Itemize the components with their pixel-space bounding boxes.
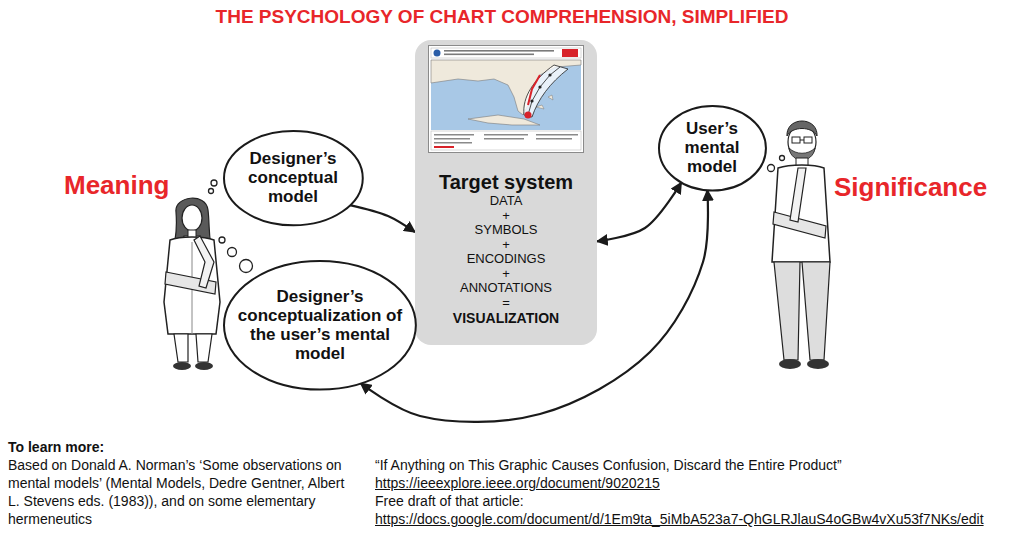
map-header-mark	[562, 49, 578, 57]
forecast-cone	[524, 65, 568, 117]
woman-coat	[164, 237, 220, 334]
panel-result: VISUALIZATION	[421, 310, 591, 326]
man-shoe	[807, 359, 829, 369]
man-figure	[772, 121, 830, 369]
reference-text: Free draft of that article:	[375, 492, 524, 510]
woman-face	[182, 205, 202, 231]
map-info-line	[536, 138, 572, 140]
map-info-key	[434, 146, 454, 148]
thought-dot	[768, 165, 775, 172]
man-hair	[787, 121, 817, 136]
thought-bubble: User’s mental model	[657, 104, 768, 192]
reference-heading: To learn more:	[8, 438, 104, 456]
warning-coast	[528, 75, 540, 105]
map-header-line	[444, 54, 534, 56]
map-sea	[431, 60, 581, 130]
hurricane-map	[428, 45, 584, 153]
bubble-text-group: Designer’s conceptual model	[241, 149, 345, 206]
chart-title: THE PSYCHOLOGY OF CHART COMPREHENSION, S…	[0, 6, 1004, 28]
map-logo	[434, 50, 441, 57]
map-frame	[429, 46, 584, 153]
map-info-line	[536, 134, 578, 136]
bubble-ellipse	[224, 261, 416, 390]
thought-dot	[780, 156, 785, 161]
reference-title: “If Anything on This Graphic Causes Conf…	[375, 456, 842, 474]
man-glasses-bridge	[800, 140, 804, 141]
map-info-line	[484, 134, 528, 136]
man-shoe	[779, 359, 801, 369]
bubble-text-group: Designer’s conceptualization of the user…	[237, 287, 402, 363]
panel-formula: DATA + SYMBOLS + ENCODINGS + ANNOTATIONS…	[421, 194, 591, 310]
forecast-point	[548, 73, 551, 76]
map-header-line	[444, 50, 554, 52]
woman-figure	[164, 198, 220, 370]
woman-shoe	[173, 362, 191, 370]
thought-dot	[240, 260, 253, 273]
thought-dot	[209, 189, 214, 194]
bubble-ellipse	[659, 106, 766, 190]
side-label: Significance	[834, 174, 987, 200]
side-label: Meaning	[64, 172, 169, 198]
man-leg	[802, 262, 830, 360]
target-system-panel: Target systemDATA + SYMBOLS + ENCODINGS …	[415, 40, 597, 345]
man-glasses	[804, 137, 812, 143]
bubble-text: Designer’s conceptual model	[241, 149, 345, 206]
man-shirt	[772, 165, 830, 262]
thought-bubble: Designer’s conceptual model	[222, 129, 365, 227]
map-info-line	[434, 138, 470, 140]
woman-shoe	[195, 362, 213, 370]
reference-text: Based on Donald A. Norman’s ‘Some observ…	[8, 456, 358, 528]
map-info-bar	[431, 131, 581, 150]
man-raised-arm	[790, 168, 806, 222]
woman-raised-arm	[194, 236, 214, 288]
map-info-line	[434, 134, 474, 136]
thought-dot	[219, 237, 225, 243]
panel-title: Target system	[421, 170, 591, 194]
thought-bubble: Designer’s conceptualization of the user…	[222, 259, 418, 392]
woman-leg	[174, 334, 188, 362]
bubble-text: Designer’s conceptualization of the user…	[237, 287, 402, 363]
connector-arrow	[350, 205, 415, 232]
reference-link: https://docs.google.com/document/d/1Em9t…	[375, 510, 984, 528]
forecast-track	[528, 67, 560, 115]
bubble-text-group: User’s mental model	[676, 119, 748, 176]
map-info-line	[434, 142, 472, 144]
bubble-ellipse	[224, 131, 363, 225]
map-info-line	[484, 138, 524, 140]
connector-arrow	[597, 183, 681, 242]
man-leg	[774, 262, 800, 360]
forecast-point	[538, 85, 541, 88]
reference-link: https://ieeexplore.ieee.org/document/902…	[375, 474, 660, 492]
woman-leg	[196, 334, 212, 362]
thought-dot	[228, 248, 237, 257]
map-header	[431, 48, 581, 58]
forecast-point	[530, 99, 533, 102]
storm-center	[525, 112, 532, 119]
map-land	[431, 60, 581, 115]
man-glasses	[792, 137, 800, 143]
thought-dot	[211, 180, 217, 186]
bubble-text: User’s mental model	[676, 119, 748, 176]
